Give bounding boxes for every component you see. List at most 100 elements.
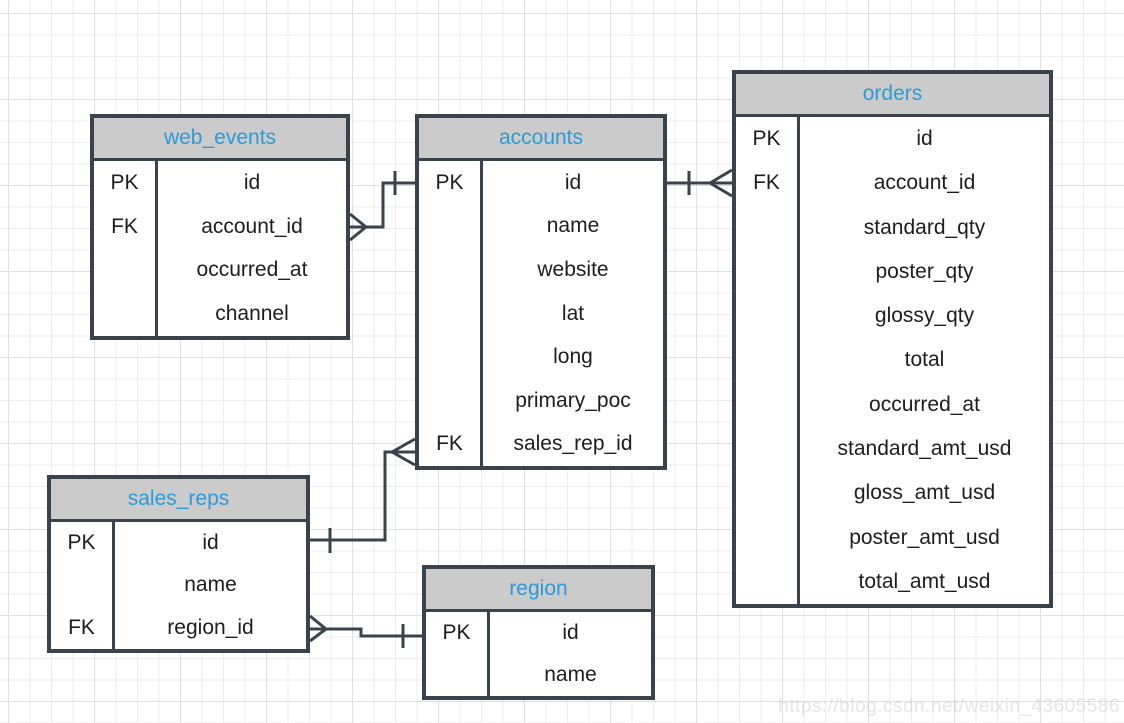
row-key-label: FK [51,606,115,649]
table-row: glossy_qty [736,294,1049,339]
table-row: FK account_id [94,204,346,249]
row-key-label [736,382,800,427]
row-attribute-name: long [553,345,593,369]
table-row: FK region_id [51,606,306,649]
row-key-label: FK [94,204,158,249]
table-body: PK id FK account_id standard_qty poster_… [736,117,1049,604]
row-key-label: FK [419,422,483,467]
row-attribute-name: lat [561,301,585,325]
row-attribute-name: id [564,170,582,194]
row-key-label [426,654,490,696]
table-row: standard_amt_usd [736,426,1049,472]
row-attribute-name: name [544,663,597,686]
row-key-label [419,335,483,379]
table-row: occurred_at [736,382,1049,427]
table-row: PK id [51,522,306,565]
row-attribute-name: channel [215,302,289,326]
table-body: PK id name website lat long primary_p [419,161,663,467]
row-key-label [736,471,800,516]
table-row: standard_qty [736,205,1049,250]
table-body: PK id FK account_id occurred_at channel [94,161,346,336]
table-row: lat [419,291,663,336]
relationship-sales_reps-accounts [310,437,416,553]
crow-foot-many-icon [349,212,367,242]
crow-foot-many-icon [309,614,327,643]
table-row: total [736,338,1049,383]
table-body: PK id name FK region_id [51,522,306,649]
row-attribute-name: poster_qty [875,259,974,283]
row-key-label: PK [736,117,800,162]
row-attribute-name: standard_qty [863,215,986,239]
table-sales_reps: sales_reps PK id name FK region_id [47,475,310,653]
relationship-web_events-accounts [349,171,415,242]
table-row: FK sales_rep_id [419,422,663,467]
table-title: accounts [419,118,663,161]
relationship-sales_reps-region [309,614,422,648]
table-row: PK id [419,161,663,205]
crow-foot-many-icon [391,437,416,467]
row-attribute-name: sales_rep_id [513,432,633,456]
table-title: orders [736,74,1049,117]
table-row: name [419,204,663,249]
table-row: gloss_amt_usd [736,471,1049,516]
table-orders: orders PK id FK account_id standard_qty … [732,70,1053,608]
row-key-label: PK [419,161,483,205]
row-attribute-name: poster_amt_usd [849,525,1000,549]
row-attribute-name: id [243,170,261,194]
row-attribute-name: id [562,621,579,644]
row-key-label: PK [94,161,158,205]
table-row: name [51,564,306,607]
row-attribute-name: region_id [167,615,254,639]
table-row: total_amt_usd [736,559,1049,604]
row-attribute-name: total [904,348,945,372]
row-key-label [736,294,800,339]
row-key-label [736,205,800,250]
row-attribute-name: total_amt_usd [858,569,991,593]
row-attribute-name: account_id [873,171,976,195]
row-key-label [736,249,800,295]
row-attribute-name: standard_amt_usd [837,436,1012,460]
row-attribute-name: occurred_at [196,258,308,282]
table-row: poster_qty [736,249,1049,295]
table-row: primary_poc [419,378,663,423]
table-row: name [426,654,651,696]
watermark-url: https://blog.csdn.net/weixin_43605586 [778,696,1120,717]
row-key-label: FK [736,161,800,206]
row-key-label [94,248,158,293]
table-row: channel [94,292,346,336]
relationship-accounts-orders [667,168,733,198]
row-key-label [736,338,800,383]
row-key-label [736,515,800,560]
row-key-label [736,426,800,472]
row-attribute-name: id [202,531,219,555]
row-attribute-name: name [546,214,600,238]
row-attribute-name: name [184,573,237,597]
table-row: website [419,248,663,292]
row-key-label [419,378,483,423]
row-key-label [51,564,115,607]
table-body: PK id name [426,612,651,696]
table-region: region PK id name [422,565,655,700]
row-key-label [94,292,158,336]
table-row: PK id [736,117,1049,162]
table-title: region [426,569,651,612]
table-row: long [419,335,663,379]
row-attribute-name: id [916,127,933,151]
row-key-label [419,248,483,292]
table-row: FK account_id [736,161,1049,206]
table-row: PK id [94,161,346,205]
table-accounts: accounts PK id name website lat long [415,114,667,470]
row-attribute-name: gloss_amt_usd [853,481,996,505]
row-key-label [419,204,483,249]
row-key-label [736,559,800,604]
row-key-label: PK [426,612,490,654]
table-web_events: web_events PK id FK account_id occurred_… [90,114,350,340]
row-attribute-name: primary_poc [515,388,631,412]
table-row: poster_amt_usd [736,515,1049,560]
table-title: web_events [94,118,346,161]
row-key-label: PK [51,522,115,565]
table-row: PK id [426,612,651,654]
row-attribute-name: website [537,257,609,281]
crow-foot-many-icon [709,168,733,198]
